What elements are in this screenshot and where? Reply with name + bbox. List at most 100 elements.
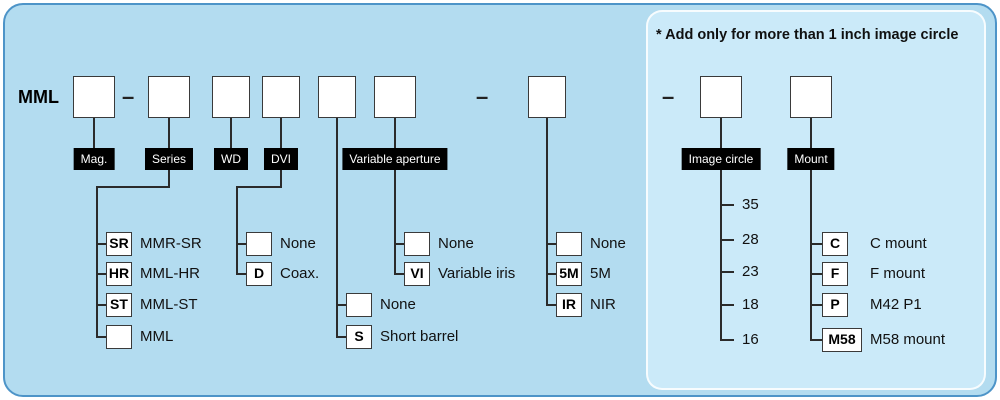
connector-line [394,243,404,245]
wd-label: WD [214,148,248,170]
variable-aperture-option-desc: None [438,235,474,252]
connector-line [810,170,812,341]
connector-line [168,118,170,148]
image-circle-label: Image circle [681,148,761,170]
dvi-option-code [246,232,272,256]
dash-separator: – [476,84,489,109]
connector-line [236,186,282,188]
mount-label: Mount [787,148,835,170]
dvi-option-desc: Coax. [280,265,320,282]
image-circle-code-box [700,76,742,118]
mount-option-desc: M58 mount [870,331,946,348]
series-option-code [106,325,132,349]
dash-separator: – [122,84,135,109]
image-circle-mount-panel [646,10,986,390]
series-option-desc: MML [140,328,174,345]
connector-line [280,170,282,188]
sensor-option-desc: 5M [590,265,611,282]
connector-line [720,170,722,341]
mount-option-code: C [822,232,848,256]
connector-line [96,336,106,338]
variable-aperture-option-code [404,232,430,256]
connector-line [394,118,396,148]
dvi-option-desc: None [280,235,316,252]
wd-code-box [212,76,250,118]
series-label: Series [144,148,194,170]
mount-option-code: P [822,293,848,317]
connector-line [96,186,98,338]
series-option-desc: MMR-SR [140,235,202,252]
connector-line [810,339,822,341]
sensor-option-desc: None [590,235,626,252]
panel-note: * Add only for more than 1 inch image ci… [656,27,959,43]
barrel-option-desc: None [380,296,416,313]
variable-aperture-label: Variable aperture [342,148,448,170]
connector-line [96,304,106,306]
sensor-code-box [528,76,566,118]
connector-line [546,118,548,306]
dvi-code-box [262,76,300,118]
connector-line [96,273,106,275]
connector-line [546,304,556,306]
variable-aperture-option-code: VI [404,262,430,286]
dvi-option-code: D [246,262,272,286]
barrel-option-code: S [346,325,372,349]
mount-option-desc: M42 P1 [870,296,922,313]
image-circle-option: 18 [742,296,759,313]
mag-label: Mag. [73,148,115,170]
connector-line [93,118,95,148]
image-circle-option: 16 [742,331,759,348]
connector-line [336,304,346,306]
series-option-desc: MML-ST [140,296,198,313]
mag-code-box [73,76,115,118]
connector-line [720,239,734,241]
barrel-option-code [346,293,372,317]
image-circle-option: 35 [742,196,759,213]
series-code-box [148,76,190,118]
sensor-option-desc: NIR [590,296,616,313]
connector-line [236,273,246,275]
connector-line [168,170,170,188]
mount-option-code: M58 [822,328,862,352]
connector-line [230,118,232,148]
connector-line [546,243,556,245]
sensor-option-code: 5M [556,262,582,286]
connector-line [394,273,404,275]
series-option-code: HR [106,262,132,286]
connector-line [720,271,734,273]
connector-line [720,204,734,206]
connector-line [394,170,396,275]
mount-option-desc: F mount [870,265,926,282]
connector-line [720,304,734,306]
connector-line [96,243,106,245]
connector-line [810,243,822,245]
sensor-option-code [556,232,582,256]
connector-line [236,243,246,245]
series-option-code: ST [106,293,132,317]
model-prefix: MML [18,87,59,107]
sensor-option-code: IR [556,293,582,317]
connector-line [810,304,822,306]
dvi-label: DVI [263,148,299,170]
variable-aperture-code-box [374,76,416,118]
dash-separator: – [662,84,675,109]
image-circle-option: 28 [742,231,759,248]
image-circle-option: 23 [742,263,759,280]
barrel-code-box [318,76,356,118]
barrel-option-desc: Short barrel [380,328,459,345]
connector-line [336,118,338,338]
connector-line [280,118,282,148]
mount-code-box [790,76,832,118]
connector-line [810,273,822,275]
variable-aperture-option-desc: Variable iris [438,265,516,282]
connector-line [336,336,346,338]
mount-option-code: F [822,262,848,286]
mount-option-desc: C mount [870,235,927,252]
connector-line [720,118,722,148]
series-option-code: SR [106,232,132,256]
connector-line [96,186,170,188]
connector-line [236,186,238,275]
series-option-desc: MML-HR [140,265,200,282]
connector-line [810,118,812,148]
